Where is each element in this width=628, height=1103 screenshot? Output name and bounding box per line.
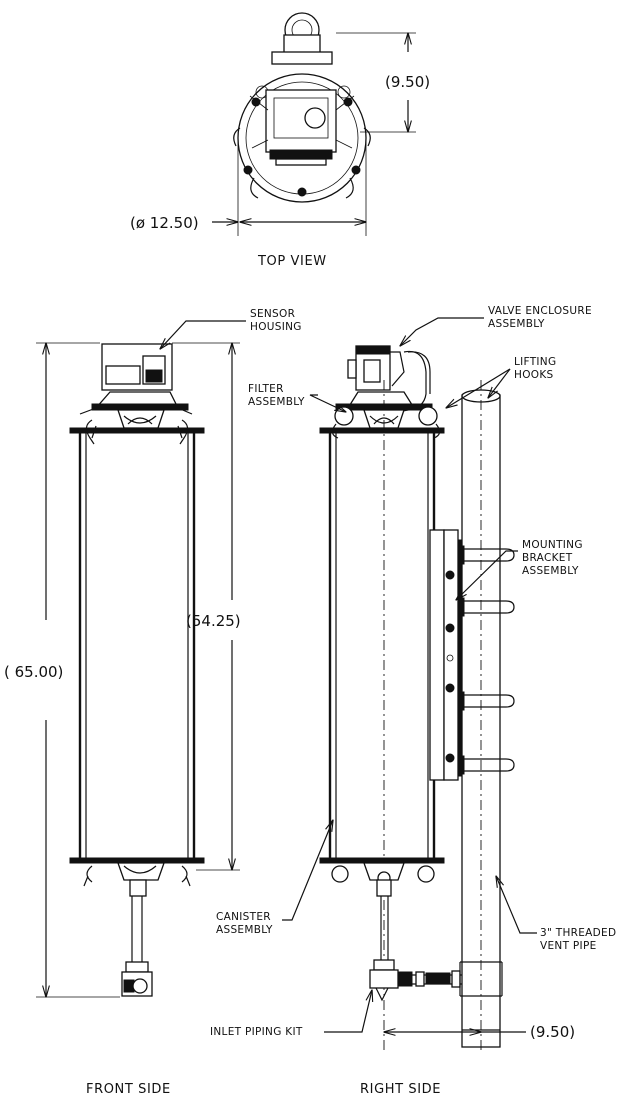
right-view — [282, 317, 537, 1050]
label-inlet-piping-kit: INLET PIPING KIT — [210, 1026, 303, 1038]
label-mounting-bracket-1: MOUNTING — [522, 539, 583, 551]
label-sensor-housing-2: HOUSING — [250, 321, 302, 333]
label-lifting-hooks-2: HOOKS — [514, 369, 554, 381]
dim-height-total: ( 65.00) — [4, 663, 63, 681]
dim-pipe-offset: (9.50) — [530, 1023, 575, 1041]
label-sensor-housing-1: SENSOR — [250, 308, 295, 320]
label-valve-enclosure-1: VALVE ENCLOSURE — [488, 305, 592, 317]
dim-height-canister: (54.25) — [186, 612, 241, 630]
dim-diameter: (ø 12.50) — [130, 214, 199, 232]
label-threaded-vent-pipe-2: VENT PIPE — [540, 940, 597, 952]
top-view — [212, 12, 416, 236]
right-side-title: RIGHT SIDE — [360, 1082, 441, 1097]
label-canister-assembly-1: CANISTER — [216, 911, 271, 923]
front-side-title: FRONT SIDE — [86, 1082, 171, 1097]
front-view — [36, 320, 246, 997]
dim-top-offset: (9.50) — [385, 73, 430, 91]
label-threaded-vent-pipe-1: 3" THREADED — [540, 927, 616, 939]
label-valve-enclosure-2: ASSEMBLY — [488, 318, 545, 330]
label-filter-assembly-2: ASSEMBLY — [248, 396, 305, 408]
label-mounting-bracket-2: BRACKET — [522, 552, 573, 564]
label-canister-assembly-2: ASSEMBLY — [216, 924, 273, 936]
label-mounting-bracket-3: ASSEMBLY — [522, 565, 579, 577]
label-lifting-hooks-1: LIFTING — [514, 356, 556, 368]
label-filter-assembly-1: FILTER — [248, 383, 284, 395]
top-view-title: TOP VIEW — [257, 254, 327, 269]
